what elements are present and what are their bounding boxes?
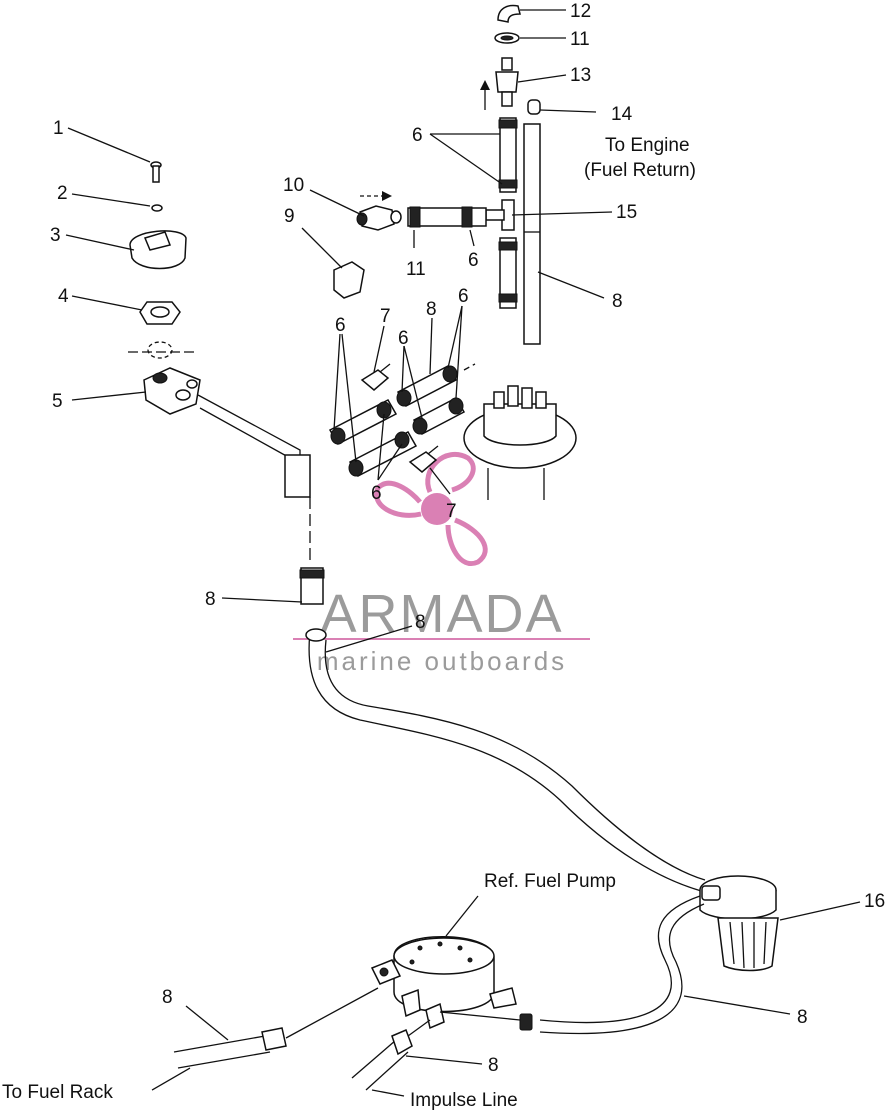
- callout-8-outlet: 8: [797, 1007, 808, 1028]
- cap-part-3: [129, 230, 187, 270]
- callout-6-bottom: 6: [371, 483, 382, 504]
- hose-lower-left: [498, 237, 518, 309]
- fuel-tank-sender: [463, 385, 577, 500]
- hose-horizontal-upper: [407, 206, 487, 228]
- clip-part-9: [333, 261, 365, 299]
- watermark-tagline: marine outboards: [317, 646, 567, 676]
- elbow-part-7-lower: [408, 445, 439, 473]
- elbow-part-7-upper: [360, 363, 391, 391]
- flow-arrow-right: [360, 191, 392, 201]
- callout-12: 12: [570, 1, 591, 22]
- callout-6-mid: 6: [398, 328, 409, 349]
- caption-ref-fuel-pump: Ref. Fuel Pump: [484, 871, 616, 892]
- callout-8-upper: 8: [612, 291, 623, 312]
- callout-numbers: 1 2 3 4 5 12 11 13 14 6 10 9 15 11 6 8 6…: [50, 1, 885, 1076]
- fuel-rack-hose: [173, 987, 379, 1069]
- clamp-part-11-top: [494, 32, 520, 44]
- tee-part-15: [485, 199, 515, 231]
- impulse-line-hose: [351, 1019, 431, 1091]
- callout-9: 9: [284, 206, 295, 227]
- callout-6-right: 6: [458, 286, 469, 307]
- mount-center-mark: [128, 341, 195, 359]
- check-valve-part-13: [495, 57, 519, 107]
- callout-8-fuel-rack: 8: [162, 987, 173, 1008]
- leader-lines: [65, 9, 861, 1097]
- filter-outlet-hose: [519, 895, 705, 1035]
- cap-part-14: [527, 99, 541, 115]
- callout-2: 2: [57, 183, 68, 204]
- callout-8-hose: 8: [415, 612, 426, 633]
- callout-1: 1: [53, 118, 64, 139]
- hose-upper-left: [498, 117, 518, 193]
- hose-fitting-8-left: [299, 567, 325, 605]
- flow-arrow-up: [480, 80, 490, 110]
- filter-part-10: [356, 205, 402, 231]
- hose-diagonal-4: [412, 397, 466, 435]
- hose-diagonal-3: [396, 365, 458, 407]
- callout-14: 14: [611, 104, 633, 125]
- hose-diagonal-2: [348, 431, 418, 477]
- callout-10: 10: [283, 175, 304, 196]
- water-separator-part-16: [699, 875, 779, 972]
- callout-8-impulse: 8: [488, 1055, 499, 1076]
- watermark-brand: ARMADA: [320, 584, 563, 644]
- fitting-part-5: [143, 367, 311, 498]
- hose-upper-right: [523, 123, 541, 345]
- callout-6-left: 6: [335, 315, 346, 336]
- callout-7-upper: 7: [380, 306, 391, 327]
- elbow-part-12: [497, 4, 521, 23]
- callout-13: 13: [570, 65, 591, 86]
- callout-7-lower: 7: [446, 501, 457, 522]
- callout-11-top: 11: [570, 29, 590, 50]
- callout-3: 3: [50, 225, 61, 246]
- callout-11-filter: 11: [406, 259, 426, 280]
- caption-to-fuel-rack: To Fuel Rack: [2, 1082, 113, 1103]
- callout-16: 16: [864, 891, 885, 912]
- callout-15: 15: [616, 202, 637, 223]
- caption-fuel-return: (Fuel Return): [584, 160, 696, 181]
- washer-part-2: [151, 204, 163, 212]
- fuel-pump: [370, 936, 521, 1030]
- callout-8-fitting: 8: [205, 589, 216, 610]
- nut-part-4: [139, 301, 181, 325]
- main-fuel-hose: [305, 628, 706, 893]
- callout-8-mid: 8: [426, 299, 437, 320]
- hose-diagonal-1: [328, 399, 398, 445]
- callout-5: 5: [52, 391, 63, 412]
- caption-to-engine: To Engine: [605, 135, 690, 156]
- caption-impulse-line: Impulse Line: [410, 1090, 518, 1111]
- callout-6-top: 6: [412, 125, 423, 146]
- armada-watermark: ARMADA marine outboards: [293, 451, 590, 676]
- callout-4: 4: [58, 286, 69, 307]
- screw-part-1: [150, 161, 162, 183]
- callout-6-filter: 6: [468, 250, 479, 271]
- captions: To Engine (Fuel Return) Ref. Fuel Pump T…: [2, 135, 696, 1111]
- propeller-logo: [374, 451, 488, 566]
